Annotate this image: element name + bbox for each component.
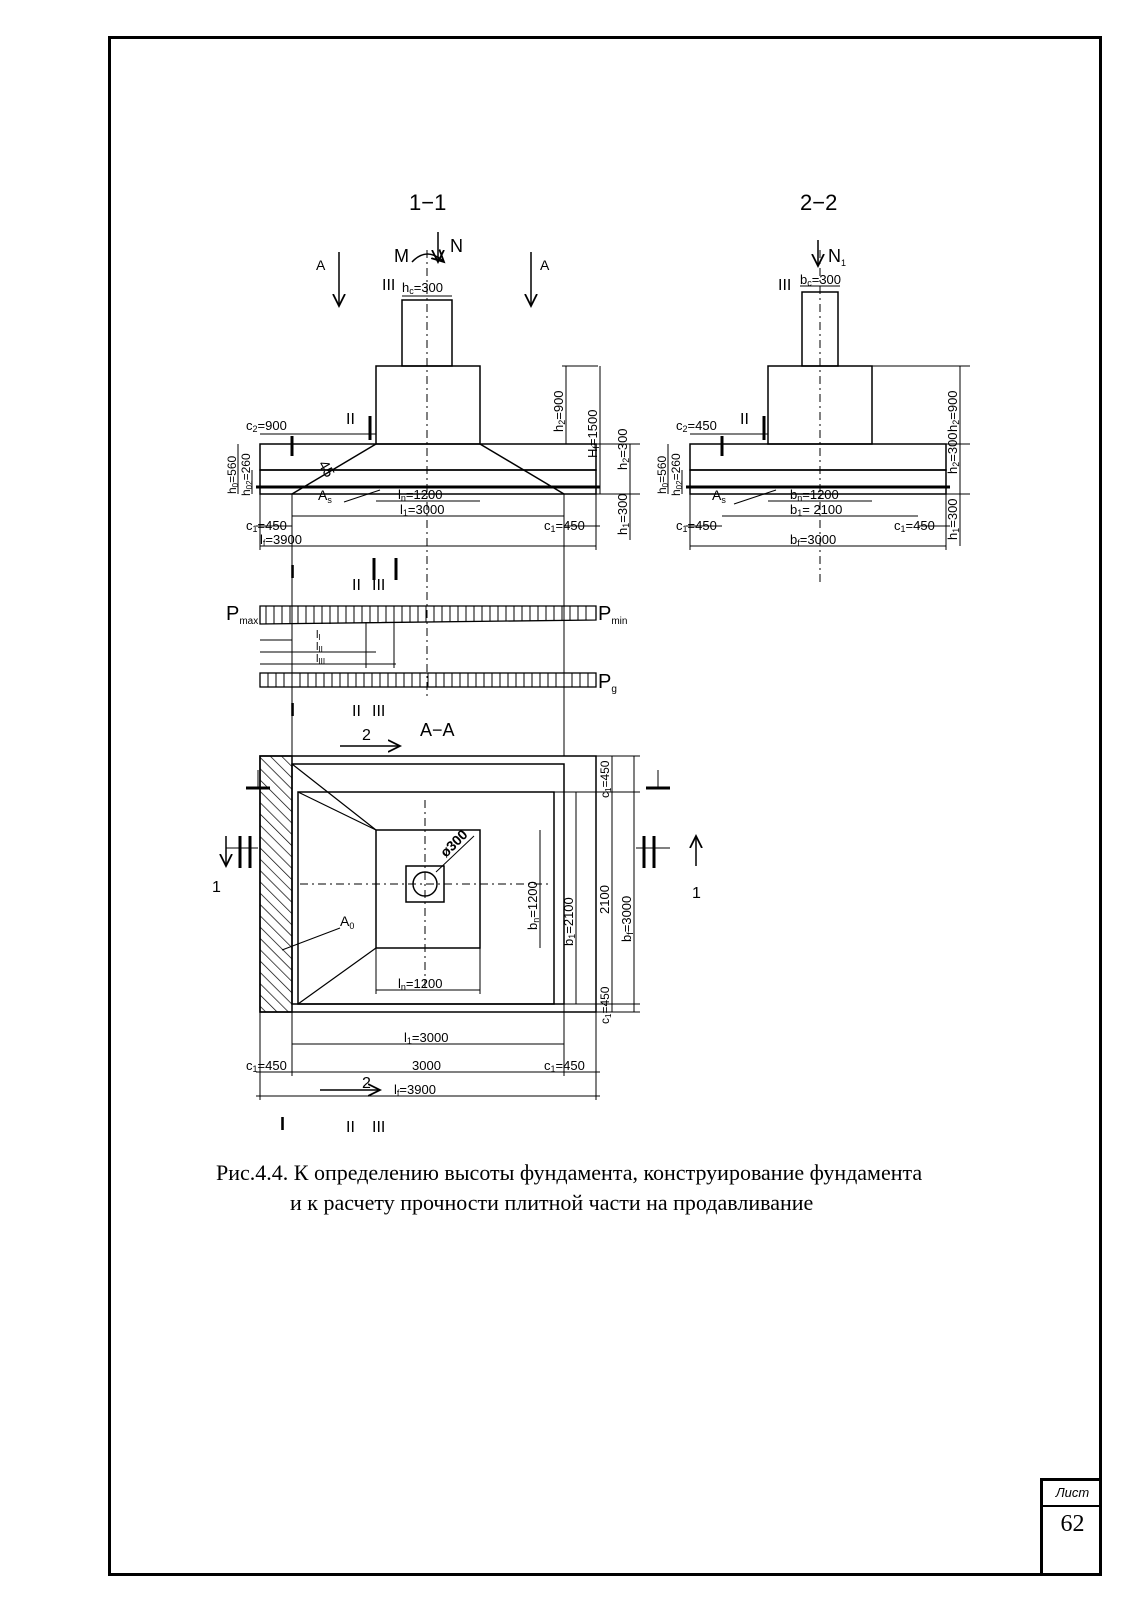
dim-h0-2: h0=560 (655, 456, 670, 494)
dim-column-width: hc=300 (402, 280, 443, 296)
arrow-a-right: A (540, 257, 550, 273)
dim-plan-lf: lf=3900 (394, 1082, 436, 1098)
mark-ii-2: II (740, 411, 749, 428)
dim-plan-c-left: c1=450 (246, 1058, 287, 1074)
foundation-slab (259, 443, 597, 471)
dim-c1-left: c1=450 (246, 518, 287, 534)
mark-ii-bottom: II (352, 703, 361, 720)
load-n-label: N (450, 236, 463, 256)
dim-slab-h2: h2=300 (615, 428, 631, 470)
section-2-2-title: 2−2 (800, 190, 837, 215)
section-arrow-bottom: 2 (362, 1075, 371, 1092)
dim-slab-h1: h1=300 (615, 493, 631, 535)
dim-plan-bn: bn=1200 (525, 881, 541, 930)
side-arrow-right: 1 (692, 885, 701, 902)
dim-c1-right: c1=450 (544, 518, 585, 534)
dim-c1-right-2: c1=450 (894, 518, 935, 534)
dim-h02: h02=260 (239, 453, 254, 496)
dim-b1: b1= 2100 (790, 502, 842, 518)
dim-l-iii: lIII (316, 653, 325, 666)
mark-iii-bottom: III (372, 703, 385, 720)
dim-l-ii: lII (316, 641, 323, 654)
dim-plan-ln: ln=1200 (398, 976, 442, 992)
dim-slab-h2-2: h2=300 (945, 432, 961, 474)
angle-45: 45 (315, 458, 338, 481)
dim-plan-b1: b1=2100 (561, 897, 577, 946)
section-1-1: 1−1 M N A A III hc=300 h2=900 Hf=1500 (225, 190, 640, 756)
section-1-1-title: 1−1 (409, 190, 446, 215)
dim-bf: bf=3000 (790, 532, 836, 548)
page-frame (108, 36, 1102, 1576)
dim-h0: h0=560 (225, 456, 240, 494)
side-arrow-left: 1 (212, 879, 221, 896)
section-mark-iii: III (382, 277, 395, 294)
pressure-diagrams: I II III Pmax Pmin lI lII lIII Pg I II I… (226, 558, 627, 720)
mark-iii-plan: III (372, 1119, 385, 1136)
dim-total-height: Hf=1500 (585, 410, 601, 458)
dim-plan-3000: 3000 (412, 1058, 441, 1073)
load-n2-label: N1 (828, 246, 846, 268)
caption-line-2: и к расчету прочности плитной части на п… (290, 1190, 814, 1215)
dim-plan-l1: l1=3000 (404, 1030, 448, 1046)
dim-h02-2: h02=260 (669, 453, 684, 496)
dim-c1-left-2: c1=450 (676, 518, 717, 534)
dim-lf: lf=3900 (260, 532, 302, 548)
p-max-label: Pmax (226, 603, 258, 627)
caption-line-1: Рис.4.4. К определению высоты фундамента… (216, 1160, 923, 1185)
dim-offset-c2-2: c2=450 (676, 418, 717, 434)
dim-l1: l1=3000 (400, 502, 444, 518)
p-g-label: Pg (598, 671, 617, 695)
sheet-number: 62 (1060, 1511, 1085, 1537)
section-mark-iii-2: III (778, 277, 791, 294)
section-2-2: 2−2 N1 III bc=300 h2=900 h2=300 h1=300 c… (655, 190, 970, 582)
dim-plan-c1-top: c1=450 (598, 760, 613, 798)
rebar-label: As (318, 487, 332, 505)
dim-plan-2100: 2100 (597, 885, 612, 914)
dim-ln: ln=1200 (398, 487, 442, 503)
sheet-box: Лист 62 (1040, 1478, 1102, 1576)
dim-plan-c1-bottom: c1=450 (598, 986, 613, 1024)
foundation-base (259, 469, 597, 495)
section-arrow-top: 2 (362, 727, 371, 744)
mark-i-top: I (290, 562, 295, 582)
mark-i-bottom: I (290, 700, 295, 720)
foundation-step (375, 365, 481, 445)
mark-ii-1: II (346, 411, 355, 428)
dim-column-width-2: bc=300 (800, 272, 841, 288)
dim-plan-bf: bf=3000 (619, 896, 635, 942)
area-label: A0 (340, 913, 354, 931)
dim-step-height: h2=900 (551, 390, 567, 432)
mark-ii-top: II (352, 577, 361, 594)
dim-offset-c2: c2=900 (246, 418, 287, 434)
mark-ii-plan: II (346, 1119, 355, 1136)
sheet-label: Лист (1043, 1481, 1102, 1507)
rebar-label-2: As (712, 487, 726, 505)
plan-a-a: A−A 2 ø300 A0 bn=1200 b1=2100 2100 bf (212, 720, 701, 1136)
dim-l-i: lI (316, 629, 321, 642)
plan-title: A−A (420, 720, 455, 740)
mark-iii-top: III (372, 577, 385, 594)
p-min-label: Pmin (598, 603, 627, 627)
mark-i-plan: I (280, 1114, 285, 1134)
arrow-a-left: A (316, 257, 326, 273)
dim-slab-h1-2: h1=300 (945, 498, 961, 540)
dim-plan-c-right: c1=450 (544, 1058, 585, 1074)
dim-bn: bn=1200 (790, 487, 839, 503)
load-m-label: M (394, 246, 409, 266)
dim-step-height-2: h2=900 (945, 390, 961, 432)
